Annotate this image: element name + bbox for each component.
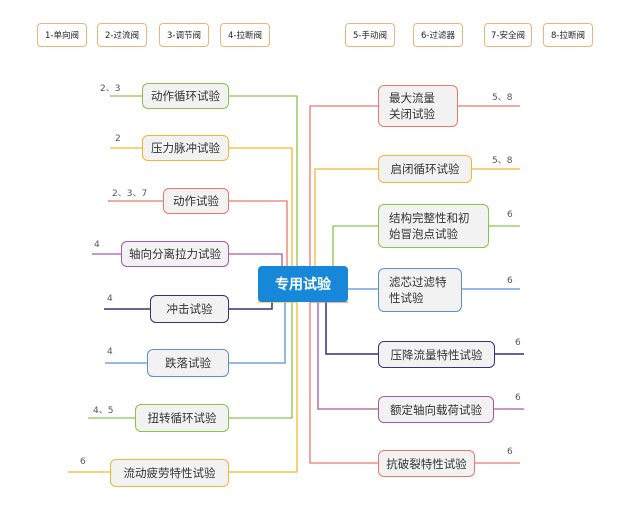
left-num-4: 4 [94, 240, 100, 250]
legend-3: 3-调节阀 [159, 23, 209, 47]
legend-6: 6-过滤器 [413, 23, 463, 47]
left-node-5[interactable]: 冲击试验 [150, 295, 229, 323]
left-num-5: 4 [107, 294, 113, 304]
connector-left-8 [68, 301, 298, 473]
legend-1: 1-单向阀 [37, 23, 87, 47]
left-node-3[interactable]: 动作试验 [163, 188, 229, 214]
legend-2: 2-过流阀 [97, 23, 147, 47]
left-num-6: 4 [107, 347, 113, 357]
left-node-1[interactable]: 动作循环试验 [142, 83, 229, 109]
left-node-8[interactable]: 流动疲劳特性试验 [110, 459, 229, 487]
connector-right-1 [309, 105, 520, 281]
right-num-3: 6 [507, 210, 513, 220]
legend-4: 4-拉断阀 [220, 23, 270, 47]
right-num-2: 5、8 [492, 156, 513, 166]
right-num-4: 6 [507, 276, 513, 286]
right-num-6: 6 [515, 393, 521, 403]
left-num-8: 6 [80, 457, 86, 467]
left-node-2[interactable]: 压力脉冲试验 [142, 135, 229, 161]
right-node-4[interactable]: 滤芯过滤特 性试验 [378, 268, 462, 312]
left-num-3: 2、3、7 [112, 189, 148, 199]
legend-7: 7-安全阀 [484, 23, 532, 47]
right-num-5: 6 [515, 338, 521, 348]
left-num-7: 4、5 [93, 406, 114, 416]
center-node[interactable]: 专用试验 [258, 266, 348, 302]
left-node-7[interactable]: 扭转循环试验 [135, 404, 229, 432]
right-node-5[interactable]: 压降流量特性试验 [378, 341, 495, 368]
right-node-2[interactable]: 启闭循环试验 [378, 155, 472, 183]
right-num-1: 5、8 [492, 93, 513, 103]
right-node-7[interactable]: 抗破裂特性试验 [378, 450, 475, 477]
legend-5: 5-手动阀 [345, 23, 395, 47]
right-num-7: 6 [507, 447, 513, 457]
right-node-6[interactable]: 额定轴向载荷试验 [378, 396, 494, 423]
left-node-4[interactable]: 轴向分离拉力试验 [121, 241, 229, 267]
connector-right-7 [309, 301, 520, 464]
left-node-6[interactable]: 跌落试验 [147, 349, 229, 377]
legend-8: 8-拉断阀 [543, 23, 593, 47]
right-node-1[interactable]: 最大流量 关闭试验 [378, 85, 458, 127]
right-node-3[interactable]: 结构完整性和初 始冒泡点试验 [378, 204, 489, 248]
left-num-1: 2、3 [100, 84, 121, 94]
left-num-2: 2 [115, 134, 121, 144]
